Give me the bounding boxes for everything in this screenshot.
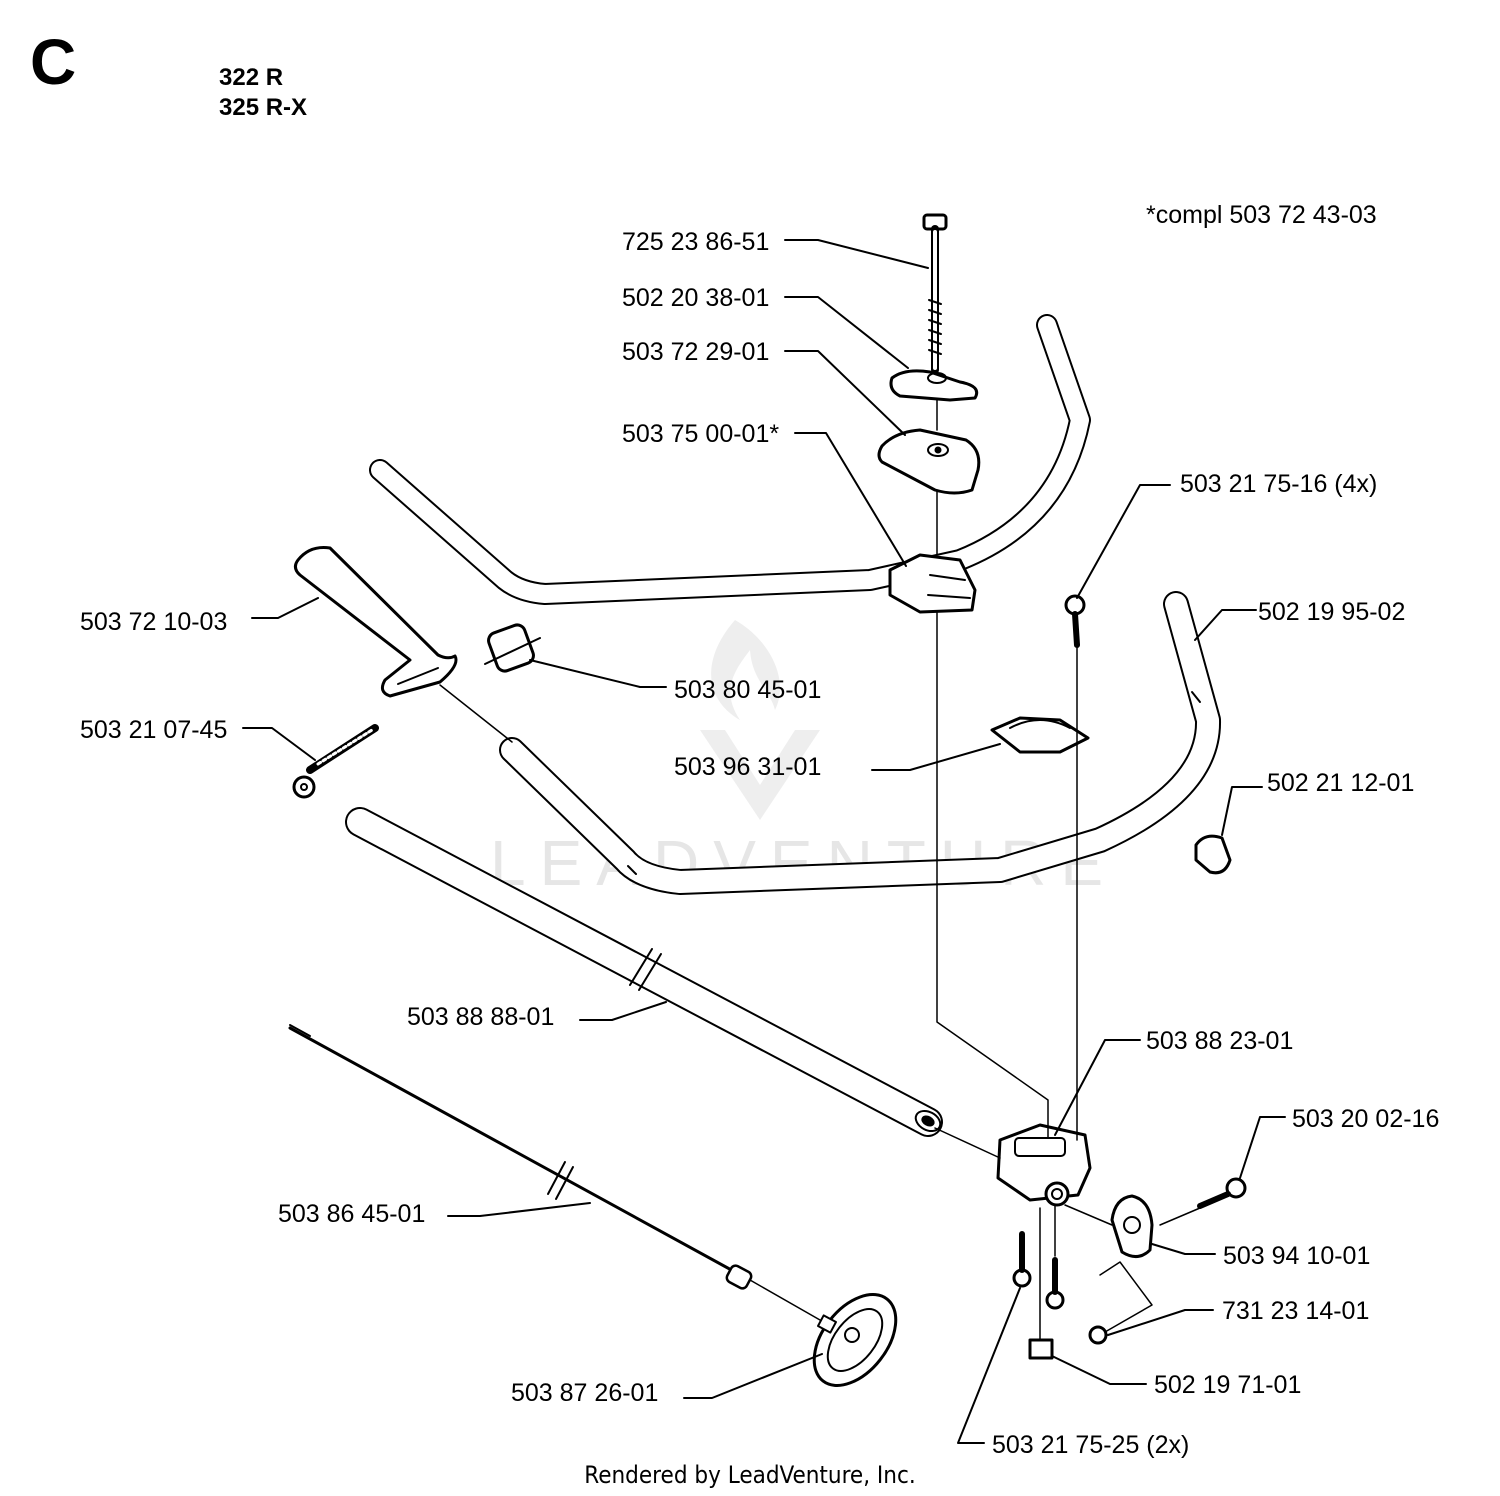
upper-clamp [877,428,981,495]
label-503-75-00-01: 503 75 00-01* [622,420,779,448]
part-labels: 725 23 86-51 502 20 38-01 503 72 29-01 5… [80,228,1439,1459]
handle-bracket [888,553,977,614]
render-credit: Rendered by LeadVenture, Inc. [584,1461,916,1489]
label-503-80-45-01: 503 80 45-01 [674,676,821,704]
shaft-clamp-housing [996,1123,1092,1207]
label-502-20-38-01: 502 20 38-01 [622,284,769,312]
label-503-21-75-16: 503 21 75-16 (4x) [1180,470,1377,498]
label-503-72-10-03: 503 72 10-03 [80,608,227,636]
drive-shaft [288,1024,753,1290]
upper-handlebar-tube [369,314,1091,605]
label-502-19-71-01: 502 19 71-01 [1154,1371,1301,1399]
label-503-21-75-25: 503 21 75-25 (2x) [992,1431,1189,1459]
label-731-23-14-01: 731 23 14-01 [1222,1297,1369,1325]
knob-screw [1197,1177,1247,1209]
label-503-21-07-45: 503 21 07-45 [80,716,227,744]
clutch-drum [812,1293,898,1387]
lower-handlebar-tube [499,591,1221,895]
label-502-21-12-01: 502 21 12-01 [1267,769,1414,797]
label-503-20-02-16: 503 20 02-16 [1292,1105,1439,1133]
label-503-87-26-01: 503 87 26-01 [511,1379,658,1407]
housing-screws [1012,1231,1065,1310]
model-325rx: 325 R-X [219,94,308,121]
grip-screw [292,724,379,799]
clamp-knob [1110,1194,1154,1258]
wing-nut [889,369,979,402]
cable-clip [1194,834,1232,875]
label-503-86-45-01: 503 86 45-01 [278,1200,425,1228]
assembly-note: *compl 503 72 43-03 [1146,201,1377,229]
label-503-88-88-01: 503 88 88-01 [407,1003,554,1031]
leader-lines [242,239,1286,1444]
bolt [922,213,948,374]
small-clamp [484,623,541,673]
bracket-screw [1064,594,1086,648]
label-503-88-23-01: 503 88 23-01 [1146,1027,1293,1055]
shaft-tube [345,807,943,1137]
section-letter: C [30,26,77,98]
label-725-23-86-51: 725 23 86-51 [622,228,769,256]
square-nut [1028,1338,1054,1360]
label-503-94-10-01: 503 94 10-01 [1223,1242,1370,1270]
assembly-lines [439,399,1201,1341]
label-503-96-31-01: 503 96 31-01 [674,753,821,781]
handle-grip [293,546,458,698]
label-502-19-95-02: 502 19 95-02 [1258,598,1405,626]
hex-nut [1088,1325,1108,1345]
model-322r: 322 R [219,64,284,91]
label-503-72-29-01: 503 72 29-01 [622,338,769,366]
lower-clamp [990,716,1090,754]
